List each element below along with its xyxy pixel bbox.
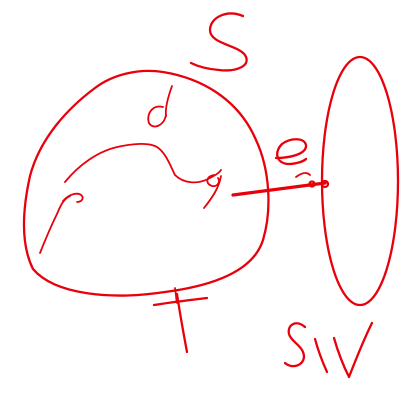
letter-e-drawing: [276, 139, 310, 177]
complement-label-drawing: [285, 323, 372, 377]
vertical-ellipse: [322, 57, 398, 305]
left-endpoint-scribble: [40, 194, 83, 253]
interior-path-curve: [65, 144, 221, 182]
region-outline: [24, 71, 268, 296]
arrow-to-ellipse: [233, 181, 328, 195]
letter-d-drawing: [148, 86, 172, 126]
letter-s-drawing: [191, 14, 247, 71]
letter-t-drawing: [154, 288, 207, 352]
right-endpoint-scribble: [204, 175, 221, 208]
